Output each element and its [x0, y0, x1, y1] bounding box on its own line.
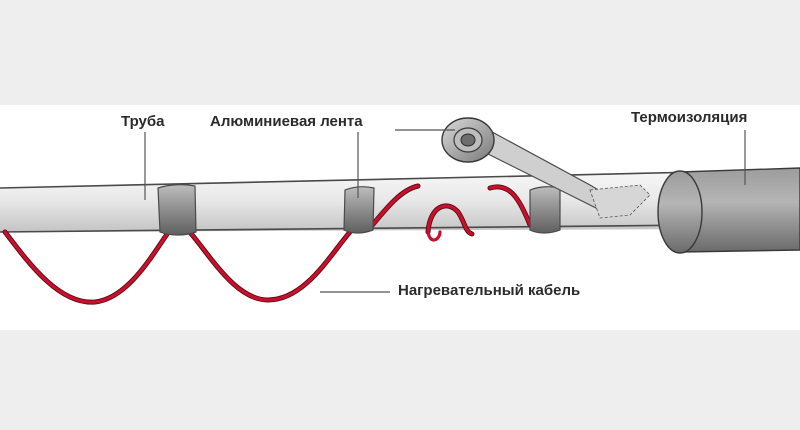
insulation-label: Термоизоляция: [631, 109, 748, 126]
pipe-label: Труба: [121, 113, 165, 130]
aluminum-tape-band-2: [343, 186, 375, 234]
aluminum-tape-label: Алюминиевая лента: [210, 113, 363, 130]
aluminum-tape-band-1: [157, 184, 197, 236]
heating-cable: [2, 183, 533, 305]
callout-lines: [144, 129, 746, 293]
aluminum-tape-roll: [441, 117, 651, 219]
aluminum-tape-band-3: [529, 186, 561, 234]
heating-cable-label: Нагревательный кабель: [398, 282, 581, 299]
thermal-insulation: [657, 167, 800, 254]
